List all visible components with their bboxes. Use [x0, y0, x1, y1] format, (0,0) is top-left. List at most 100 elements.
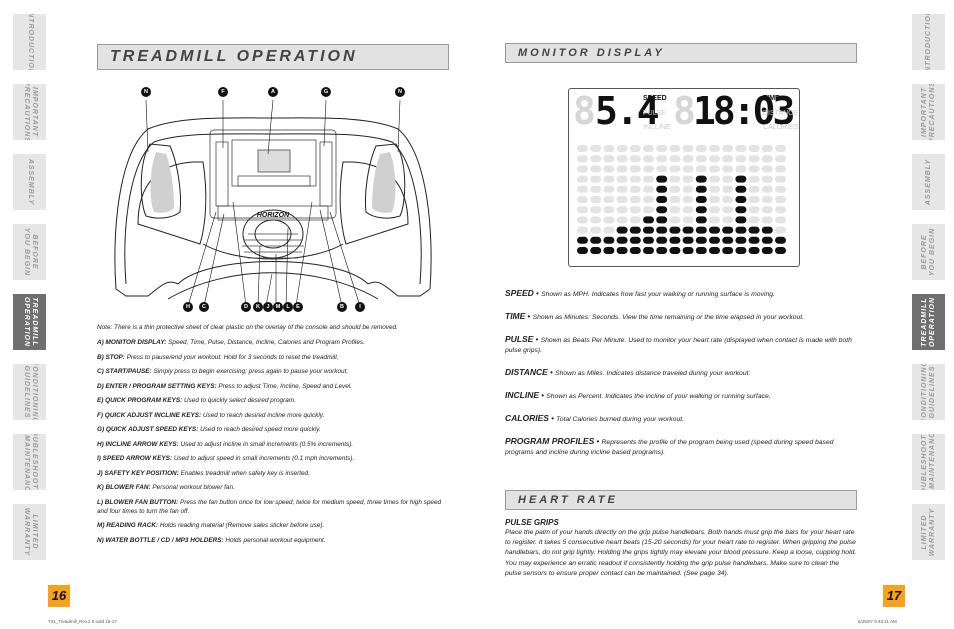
- lcd-display: 8 5.4 SPEED PULSE INCLINE 8 18:03 TIME D…: [568, 88, 800, 267]
- profile-segment-off: [695, 165, 707, 173]
- profile-segment-off: [603, 165, 615, 173]
- callout-c: C: [199, 302, 209, 312]
- profile-segment-off: [722, 145, 734, 152]
- lcd-label-distance: DISTANCE: [763, 110, 798, 117]
- profile-segment-off: [669, 185, 681, 193]
- callout-j: J: [263, 302, 273, 312]
- console-key-name: B) STOP:: [97, 353, 125, 361]
- profile-segment-on: [709, 247, 720, 254]
- console-key-name: I) SPEED ARROW KEYS:: [97, 455, 173, 462]
- profile-segment-off: [748, 165, 760, 173]
- right-section-tab-6[interactable]: TROUBLESHOOTING & MAINTENANCE: [912, 434, 945, 490]
- tab-label: BEFORE YOU BEGIN: [920, 227, 936, 277]
- callout-n-right: N: [395, 87, 405, 97]
- bullet-dot: •: [525, 312, 533, 321]
- profile-segment-off: [629, 206, 641, 214]
- profile-segment-off: [682, 145, 694, 152]
- left-section-tab-3[interactable]: BEFORE YOU BEGIN: [13, 224, 46, 280]
- profile-segment-off: [629, 175, 641, 183]
- callout-m: M: [273, 302, 283, 312]
- console-key-name: L) BLOWER FAN BUTTON:: [97, 498, 179, 506]
- profile-segment-off: [669, 206, 681, 214]
- right-section-tab-2[interactable]: ASSEMBLY: [912, 154, 945, 210]
- callout-n-left: N: [141, 87, 151, 97]
- profile-segment-off: [709, 206, 720, 214]
- profile-segment-on: [590, 236, 602, 244]
- plastic-sheet-note: Note: There is a thin protective sheet o…: [97, 324, 398, 331]
- console-key-name: J) SAFETY KEY POSITION:: [97, 469, 179, 477]
- profile-segment-off: [709, 175, 720, 183]
- right-section-tab-0[interactable]: INTRODUCTION: [912, 14, 945, 70]
- profile-segment-off: [643, 196, 654, 203]
- callout-k: K: [253, 302, 263, 312]
- profile-segment-off: [761, 185, 773, 193]
- heart-rate-header: HEART RATE: [505, 490, 857, 510]
- console-key-text: Enables treadmill when safety key is ins…: [178, 469, 310, 477]
- profile-segment-on: [761, 247, 773, 254]
- profile-segment-on: [643, 216, 654, 224]
- profile-segment-off: [629, 165, 641, 173]
- console-key-item: G) QUICK ADJUST SPEED KEYS: Used to reac…: [97, 425, 442, 434]
- lcd-ghost-digit-right: 8: [673, 89, 696, 133]
- profile-segment-on: [695, 236, 707, 244]
- profile-segment-on: [656, 196, 668, 203]
- profile-segment-on: [669, 236, 681, 244]
- profile-segment-off: [695, 145, 707, 152]
- console-key-item: B) STOP: Press to pause/end your workout…: [97, 353, 442, 362]
- left-section-tab-6[interactable]: TROUBLESHOOTING & MAINTENANCE: [13, 434, 46, 490]
- left-section-tab-4[interactable]: TREADMILL OPERATION: [13, 294, 46, 350]
- console-key-text: Press the fan button once for low speed,…: [97, 498, 442, 515]
- profile-segment-off: [669, 155, 681, 163]
- lcd-label-incline: INCLINE: [643, 124, 671, 131]
- profile-segment-off: [577, 196, 588, 203]
- console-key-name: G) QUICK ADJUST SPEED KEYS:: [97, 426, 199, 433]
- profile-segment-off: [669, 196, 681, 203]
- profile-segment-off: [590, 216, 602, 224]
- right-section-tabs: INTRODUCTION IMPORTANT PRECAUTIONS ASSEMBL…: [912, 14, 945, 574]
- console-brand-text: HORIZON: [257, 212, 290, 219]
- definition-key: DISTANCE: [505, 367, 548, 377]
- profile-segment-off: [735, 165, 747, 173]
- right-section-tab-5[interactable]: CONDITIONING GUIDELINES: [912, 364, 945, 420]
- profile-segment-off: [775, 175, 786, 183]
- profile-segment-off: [748, 155, 760, 163]
- profile-segment-on: [735, 247, 747, 254]
- heart-rate-title: HEART RATE: [518, 494, 618, 506]
- profile-segment-on: [748, 247, 760, 254]
- pulse-grips-heading: PULSE GRIPS: [505, 518, 559, 527]
- profile-segment-off: [616, 185, 628, 193]
- profile-segment-off: [761, 216, 773, 224]
- profile-segment-off: [775, 216, 786, 224]
- console-key-name: M) READING RACK:: [97, 522, 159, 529]
- left-section-tab-7[interactable]: LIMITED WARRANTY: [13, 504, 46, 560]
- left-section-tab-1[interactable]: IMPORTANT PRECAUTIONS: [13, 84, 46, 140]
- left-section-tab-0[interactable]: INTRODUCTION: [13, 14, 46, 70]
- console-key-name: H) INCLINE ARROW KEYS:: [97, 440, 179, 448]
- profile-segment-on: [577, 236, 588, 244]
- tab-label: ASSEMBLY: [924, 158, 932, 206]
- tab-label: LIMITED WARRANTY: [920, 507, 936, 557]
- console-illustration: HORIZON: [114, 99, 432, 307]
- profile-segment-on: [722, 236, 734, 244]
- profile-segment-on: [603, 236, 615, 244]
- profile-segment-on: [656, 185, 668, 193]
- page-title: TREADMILL OPERATION: [110, 48, 358, 65]
- profile-segment-off: [669, 165, 681, 173]
- right-section-tab-1[interactable]: IMPORTANT PRECAUTIONS: [912, 84, 945, 140]
- profile-segment-on: [709, 226, 720, 234]
- profile-segment-on: [590, 247, 602, 254]
- profile-segment-off: [656, 165, 668, 173]
- left-section-tab-5[interactable]: CONDITIONING GUIDELINES: [13, 364, 46, 420]
- tab-label: TROUBLESHOOTING & MAINTENANCE: [22, 434, 38, 490]
- left-section-tab-2[interactable]: ASSEMBLY: [13, 154, 46, 210]
- profile-segment-on: [577, 247, 588, 254]
- print-footer-left: T41_Treadmill_Rev.2.0.indd 16-17: [48, 619, 117, 624]
- profile-segment-on: [748, 236, 760, 244]
- console-key-item: N) WATER BOTTLE / CD / MP3 HOLDERS: Hold…: [97, 536, 442, 545]
- console-key-text: Used to quickly select desired program.: [182, 397, 296, 404]
- definition-key: SPEED: [505, 288, 534, 298]
- profile-segment-on: [695, 216, 707, 224]
- right-section-tab-7[interactable]: LIMITED WARRANTY: [912, 504, 945, 560]
- right-section-tab-3[interactable]: BEFORE YOU BEGIN: [912, 224, 945, 280]
- right-section-tab-4[interactable]: TREADMILL OPERATION: [912, 294, 945, 350]
